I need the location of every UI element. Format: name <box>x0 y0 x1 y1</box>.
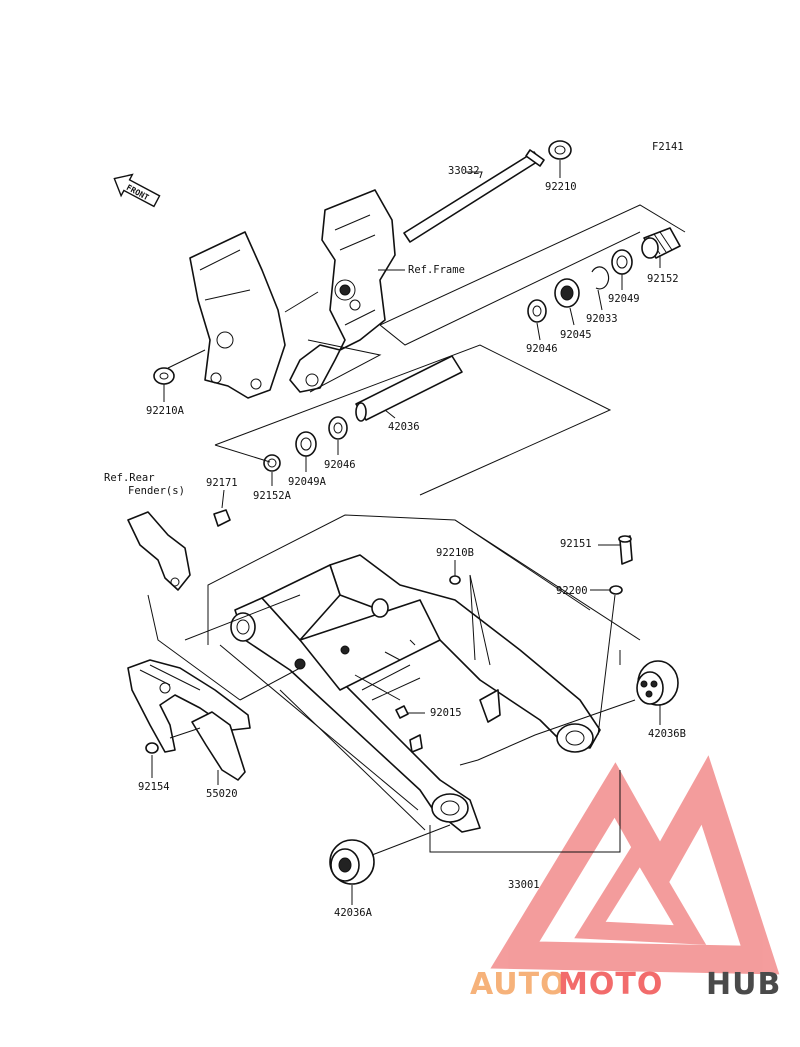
label-92210B: 92210B <box>436 547 474 559</box>
rear-fender-bracket <box>127 511 191 591</box>
figure-code: F2141 <box>652 141 684 153</box>
bearing-92045 <box>554 278 580 308</box>
label-ref-rear: Ref.Rear <box>104 472 155 484</box>
label-92046: 92046 <box>324 459 356 471</box>
label-ref-frame: Ref.Frame <box>408 264 465 276</box>
label-92045: 92045 <box>560 329 592 341</box>
label-42036B: 42036B <box>648 728 686 740</box>
circlip-92033 <box>591 266 610 290</box>
label-92049A: 92049A <box>288 476 327 488</box>
part-labels: 33032 92210 92152 92049 92033 92045 9204… <box>104 165 686 919</box>
watermark-hub: HUB <box>706 967 781 1002</box>
frame-right-plate <box>289 189 396 393</box>
nut-92210A <box>153 367 175 385</box>
collar-42036 <box>355 355 463 422</box>
label-92151: 92151 <box>560 538 592 550</box>
label-42036A: 42036A <box>334 907 373 919</box>
label-55020: 55020 <box>206 788 238 800</box>
bushing-42036B <box>636 660 679 706</box>
seal-92049A <box>295 431 317 457</box>
bolt-92154 <box>145 742 159 754</box>
label-92152: 92152 <box>647 273 679 285</box>
label-fender: Fender(s) <box>128 485 185 497</box>
bushing-42036A <box>329 839 375 885</box>
label-92200: 92200 <box>556 585 588 597</box>
label-42036: 42036 <box>388 421 420 433</box>
label-92154: 92154 <box>138 781 170 793</box>
label-92046-top: 92046 <box>526 343 558 355</box>
label-92210: 92210 <box>545 181 577 193</box>
chain-slider <box>127 659 251 753</box>
upper-guide-lines <box>167 204 686 496</box>
front-arrow: FRONT <box>113 173 161 208</box>
watermark-logo <box>490 755 780 975</box>
nut-92210 <box>548 140 572 160</box>
label-92171: 92171 <box>206 477 238 489</box>
label-33001: 33001 <box>508 879 540 891</box>
label-92015: 92015 <box>430 707 462 719</box>
washer-92200 <box>609 585 623 595</box>
label-33032: 33032 <box>448 165 480 177</box>
chain-guard-55020 <box>191 711 246 781</box>
label-92049: 92049 <box>608 293 640 305</box>
bolt-92151 <box>618 535 633 565</box>
frame-left-plate <box>189 231 286 399</box>
label-92210A: 92210A <box>146 405 185 417</box>
swingarm-33001 <box>230 554 601 833</box>
bearing-92046 <box>328 416 348 440</box>
watermark-moto: MOTO <box>558 967 663 1002</box>
collar-92152A <box>263 454 281 472</box>
label-92152A: 92152A <box>253 490 292 502</box>
bolt-92210B <box>449 575 461 585</box>
clip-92171 <box>213 509 231 527</box>
watermark-auto: AUTO <box>470 967 567 1002</box>
watermark-text: AUTO MOTO HUB <box>470 967 781 1002</box>
seal-92049 <box>611 249 633 275</box>
lower-guide-lines <box>147 514 641 856</box>
label-92033: 92033 <box>586 313 618 325</box>
pivot-shaft-33032 <box>403 149 545 243</box>
leader-lines <box>151 160 661 905</box>
collar-92152 <box>641 227 681 259</box>
bolt-92015 <box>395 705 409 719</box>
bearing-92046-top <box>527 299 547 323</box>
